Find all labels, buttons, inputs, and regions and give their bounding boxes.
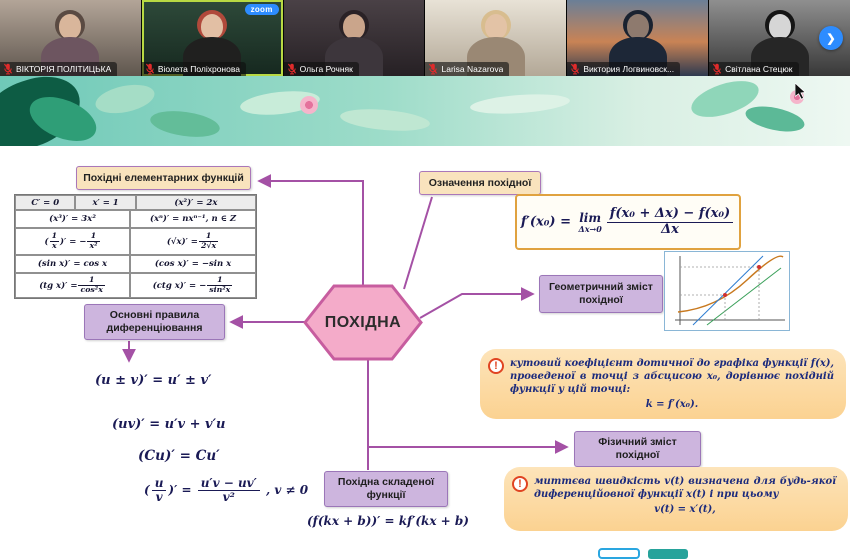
muted-mic-icon	[287, 63, 296, 75]
participant-tile[interactable]: ВІКТОРІЯ ПОЛІТИЦЬКА	[0, 0, 141, 76]
participant-silhouette-head	[59, 14, 82, 39]
elementary-derivatives-label: Похідні елементарних функцій	[76, 166, 251, 190]
tangent-graph-thumbnail	[664, 251, 790, 331]
constant-rule-formula: (Cu)′ = Cu′	[138, 448, 220, 464]
video-strip: ВІКТОРІЯ ПОЛІТИЦЬКА zoom Віолета Поліхро…	[0, 0, 850, 76]
leaf-decoration	[339, 106, 431, 134]
slide-decor-band	[0, 76, 850, 146]
geometric-meaning-label: Геометричний зміст похідної	[539, 275, 663, 313]
tangent-callout-formula: k = f′(x₀).	[645, 399, 699, 410]
central-topic-hexagon: ПОХІДНА	[303, 283, 423, 362]
exclamation-icon: !	[512, 476, 528, 492]
differentiation-rules-label: Основні правила диференціювання	[84, 304, 225, 340]
participant-nameplate: Світлана Стецюк	[709, 62, 799, 76]
tangent-callout-body: кутовий коефіцієнт дотичної до графіка ф…	[510, 358, 834, 395]
table-cell: (x²)′ = 2x	[135, 195, 256, 210]
muted-mic-icon	[713, 63, 722, 75]
table-cell: (xⁿ)′ = nxⁿ⁻¹, n ∈ Z	[130, 210, 256, 228]
participant-nameplate: Віолета Поліхронова	[141, 62, 246, 76]
instant-speed-callout: ! миттєва швидкість v(t) визначена для б…	[504, 467, 848, 531]
table-cell: (cos x)′ = −sin x	[130, 255, 256, 273]
participant-tile[interactable]: Ольга Рочняк	[283, 0, 425, 76]
participant-name: Larisa Nazarova	[441, 64, 504, 74]
muted-mic-icon	[571, 63, 580, 75]
table-cell: C′ = 0	[15, 195, 76, 210]
muted-mic-icon	[429, 63, 438, 75]
zoom-logo-badge: zoom	[244, 4, 279, 15]
participant-silhouette-head	[768, 14, 791, 39]
flower-decoration	[300, 96, 318, 114]
participant-silhouette-head	[343, 14, 366, 39]
muted-mic-icon	[145, 63, 154, 75]
definition-label: Означення похідної	[419, 171, 541, 195]
chain-rule-label: Похідна складеної функції	[324, 471, 448, 507]
speed-callout-body: миттєва швидкість v(t) визначена для буд…	[534, 476, 836, 500]
product-rule-formula: (uv)′ = u′v + v′u	[112, 417, 226, 432]
leaf-decoration	[92, 80, 158, 118]
participant-nameplate: Виктория Логвиновск...	[567, 62, 681, 76]
sum-rule-formula: (u ± v)′ = u′ ± v′	[95, 373, 212, 388]
participant-tile[interactable]: Виктория Логвиновск...	[567, 0, 709, 76]
participant-name: Віолета Поліхронова	[157, 64, 240, 74]
table-cell: x′ = 1	[75, 195, 136, 210]
central-topic-title: ПОХІДНА	[324, 313, 402, 331]
participant-name: Світлана Стецюк	[725, 64, 793, 74]
tangent-graph	[675, 255, 785, 326]
mouse-cursor	[795, 83, 807, 100]
participant-name: Виктория Логвиновск...	[583, 64, 675, 74]
participant-name: Ольга Рочняк	[299, 64, 353, 74]
participant-nameplate: ВІКТОРІЯ ПОЛІТИЦЬКА	[0, 62, 118, 76]
participant-silhouette-head	[201, 14, 224, 39]
exclamation-icon: !	[488, 358, 504, 374]
tangent-slope-callout: ! кутовий коефіцієнт дотичної до графіка…	[480, 349, 846, 419]
table-cell: (sin x)′ = cos x	[15, 255, 131, 273]
participant-name: ВІКТОРІЯ ПОЛІТИЦЬКА	[16, 64, 112, 74]
physical-meaning-label: Фізичний зміст похідної	[574, 431, 701, 467]
chain-rule-formula: (f(kx + b))′ = kf′(kx + b)	[307, 514, 469, 528]
speed-callout-formula: v(t) = x′(t),	[654, 504, 716, 515]
participant-silhouette-head	[626, 14, 649, 39]
hexagon-shape	[303, 284, 423, 361]
participant-tile[interactable]: Світлана Стецюк	[709, 0, 850, 76]
muted-mic-icon	[3, 63, 13, 75]
leaf-decoration	[743, 102, 807, 136]
toolbar-peek-button[interactable]	[648, 549, 688, 559]
toolbar-peek-button[interactable]	[598, 548, 640, 559]
leaf-decoration	[469, 91, 571, 117]
table-cell: (x³)′ = 3x²	[15, 210, 131, 228]
leaf-decoration	[148, 107, 222, 141]
participant-tile[interactable]: zoom Віолета Поліхронова	[141, 0, 283, 76]
participant-nameplate: Larisa Nazarova	[425, 62, 510, 76]
participant-silhouette-head	[484, 14, 507, 39]
participant-tile[interactable]: Larisa Nazarova	[425, 0, 567, 76]
next-participants-button[interactable]: ❯	[819, 26, 843, 50]
participant-nameplate: Ольга Рочняк	[283, 62, 359, 76]
